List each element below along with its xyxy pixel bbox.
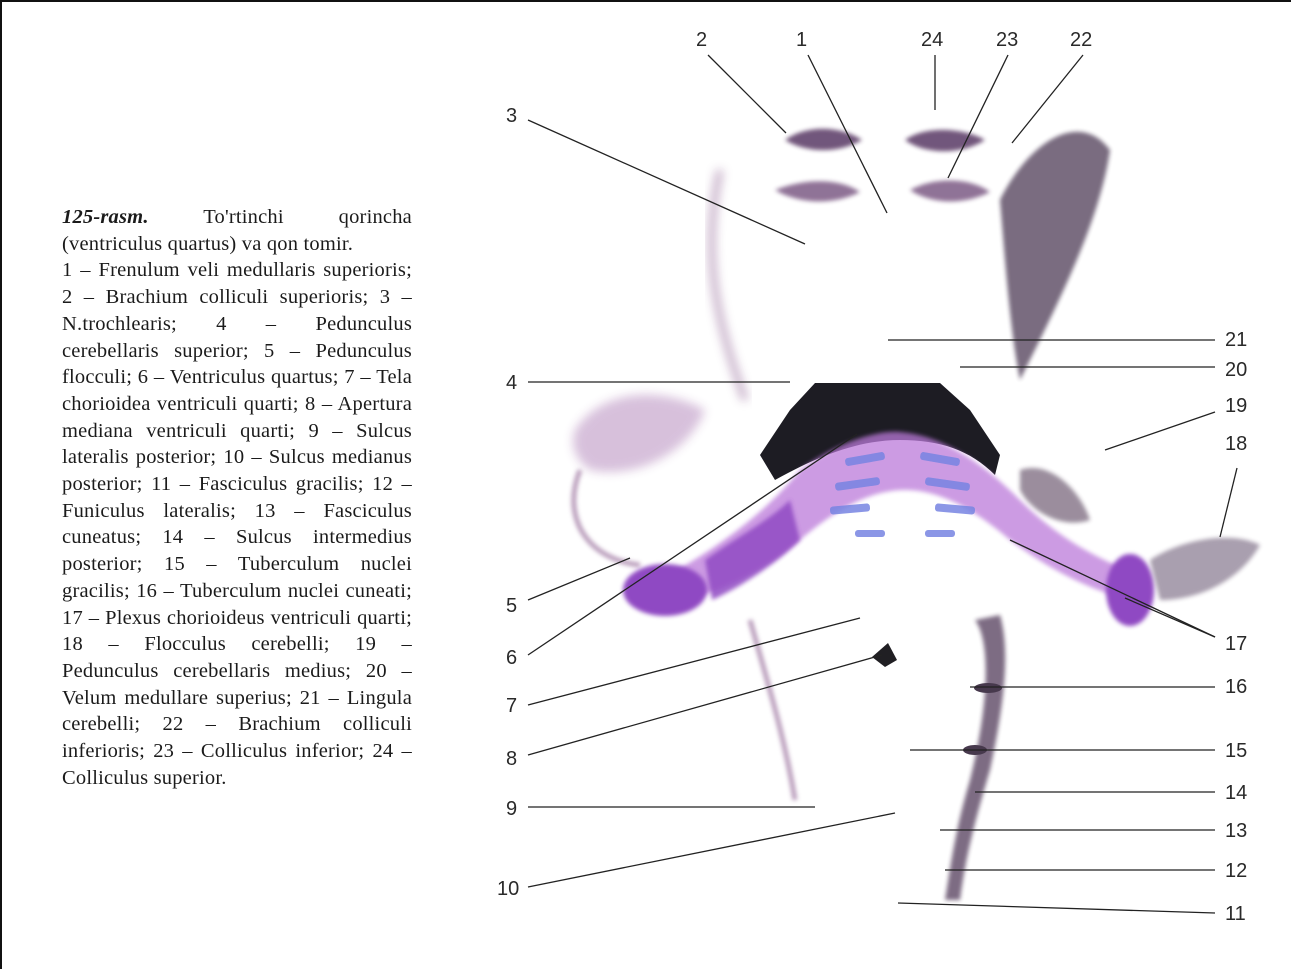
leader-11 <box>898 903 1215 913</box>
label-9: 9 <box>506 798 517 820</box>
cerebellum-left <box>573 395 705 472</box>
leader-22 <box>1012 55 1083 143</box>
label-18: 18 <box>1225 433 1247 455</box>
label-7: 7 <box>506 695 517 717</box>
label-4: 4 <box>506 372 517 394</box>
flocculus-cerebelli <box>1150 538 1260 600</box>
label-5: 5 <box>506 595 517 617</box>
cerebellum-left-rim <box>574 470 640 565</box>
leader-5 <box>528 558 630 600</box>
leader-8 <box>528 655 882 755</box>
label-13: 13 <box>1225 820 1247 842</box>
label-16: 16 <box>1225 676 1247 698</box>
label-22: 22 <box>1070 29 1092 51</box>
leader-7 <box>528 618 860 705</box>
leader-6 <box>528 434 857 655</box>
leader-2 <box>708 55 786 133</box>
leader-19 <box>1105 412 1215 450</box>
label-8: 8 <box>506 748 517 770</box>
label-10: 10 <box>497 878 519 900</box>
label-6: 6 <box>506 647 517 669</box>
brachium-colliculi-inferioris <box>1000 132 1110 380</box>
label-11: 11 <box>1225 903 1246 925</box>
colliculus-superior-right <box>905 130 985 151</box>
colliculus-inferior-right <box>910 180 990 201</box>
leader-10 <box>528 813 895 887</box>
medulla-left-line <box>750 620 795 800</box>
flocculus-right <box>1106 554 1154 626</box>
label-20: 20 <box>1225 359 1247 381</box>
label-19: 19 <box>1225 395 1247 417</box>
label-17: 17 <box>1225 633 1247 655</box>
tuberculum-nuclei-cuneati <box>974 683 1002 693</box>
label-1: 1 <box>796 29 807 51</box>
label-12: 12 <box>1225 860 1247 882</box>
medulla-right-column <box>945 615 1005 900</box>
leader-3 <box>528 120 805 244</box>
brainstem-drawing <box>573 129 1260 900</box>
label-23: 23 <box>996 29 1018 51</box>
label-21: 21 <box>1225 329 1247 351</box>
label-2: 2 <box>696 29 707 51</box>
label-24: 24 <box>921 29 943 51</box>
flocculus-left <box>623 564 707 616</box>
leader-18 <box>1220 468 1237 537</box>
apertura-mediana <box>872 643 897 667</box>
label-14: 14 <box>1225 782 1247 804</box>
label-3: 3 <box>506 105 517 127</box>
colliculus-inferior-left <box>775 181 860 201</box>
label-15: 15 <box>1225 740 1247 762</box>
leader-23 <box>948 55 1008 178</box>
